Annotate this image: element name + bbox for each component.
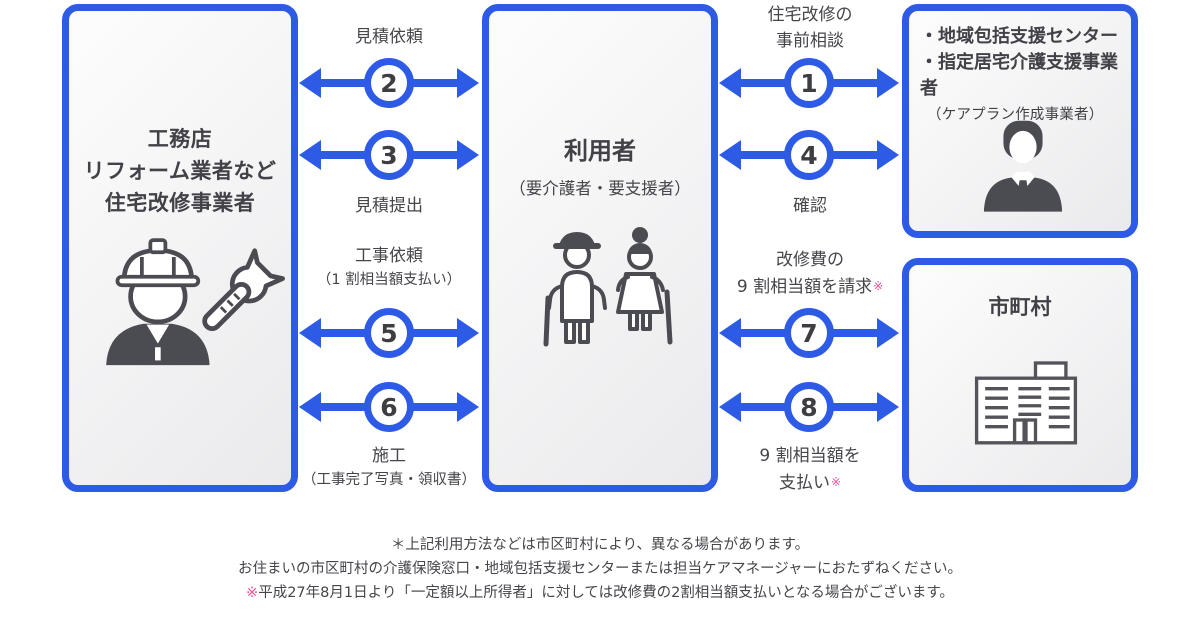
step-2-label: 見積依頼: [355, 27, 423, 47]
step-8-number: 8: [784, 382, 834, 432]
note-asterisk: ※: [830, 475, 842, 489]
step-7-arrow: 7: [719, 307, 899, 359]
wrench-icon: [202, 248, 285, 332]
step-7-number: 7: [784, 308, 834, 358]
step-6-arrow: 6: [299, 381, 479, 433]
step-3-label: 見積提出: [355, 196, 423, 216]
step-2-number: 2: [364, 58, 414, 108]
user-box-subtitle: （要介護者・要支援者）: [509, 179, 691, 198]
step-5-number: 5: [364, 308, 414, 358]
note-asterisk: ※: [873, 279, 884, 293]
step-4-number: 4: [784, 130, 834, 180]
support-line-1: ・地域包括支援センター: [920, 26, 1118, 47]
contractor-line-3: 住宅改修事業者: [104, 191, 256, 215]
support-line-3: （ケアプラン作成事業者）: [927, 107, 1104, 123]
contractor-box-title: 工務店 リフォーム業者など 住宅改修事業者: [69, 123, 291, 219]
municipality-box: 市町村: [902, 258, 1138, 492]
step-6-sublabel: （工事完了写真・領収書）: [302, 472, 476, 488]
municipality-box-title: 市町村: [988, 295, 1052, 319]
arrowhead-right-icon: [877, 140, 899, 170]
step-4-label: 確認: [793, 196, 827, 216]
step-8-label-line1: 9 割相当額を: [759, 446, 861, 466]
care-manager-icon: [983, 120, 1063, 212]
arrowhead-right-icon: [877, 318, 899, 348]
contractor-line-2: リフォーム業者など: [83, 159, 277, 183]
step-7-label: 改修費の 9 割相当額を請求※: [700, 247, 920, 300]
step-5-label: 工事依頼: [355, 246, 423, 266]
arrowhead-right-icon: [457, 318, 479, 348]
arrowhead-left-icon: [299, 140, 321, 170]
step-7-label-line2: 9 割相当額を請求※: [736, 277, 884, 297]
support-box-title: ・地域包括支援センター ・指定居宅介護支援事業者 （ケアプラン作成事業者）: [909, 24, 1131, 128]
contractor-line-1: 工務店: [147, 127, 213, 151]
city-hall-icon: [974, 361, 1078, 445]
arrowhead-left-icon: [719, 140, 741, 170]
footnote-1: ＊上記利用方法などは市区町村により、異なる場合があります。: [390, 537, 810, 553]
construction-worker-wrench-icon: [106, 238, 285, 366]
step-4-arrow: 4: [719, 129, 899, 181]
arrowhead-left-icon: [719, 68, 741, 98]
note-asterisk: ※: [246, 585, 259, 601]
step-8-label-line2: 支払い※: [778, 473, 842, 493]
arrowhead-left-icon: [299, 392, 321, 422]
step-7-label-line1: 改修費の: [776, 250, 844, 270]
step-6-label: 施工: [372, 446, 406, 466]
elderly-couple-icon: [543, 227, 673, 347]
step-8-arrow: 8: [719, 381, 899, 433]
step-1-label: 住宅改修の 事前相談: [700, 2, 920, 54]
arrowhead-left-icon: [719, 392, 741, 422]
step-1-arrow: 1: [719, 57, 899, 109]
arrowhead-left-icon: [299, 318, 321, 348]
arrowhead-right-icon: [877, 392, 899, 422]
step-1-label-line1: 住宅改修の: [767, 5, 853, 25]
step-8-label: 9 割相当額を 支払い※: [700, 443, 920, 496]
step-2-arrow: 2: [299, 57, 479, 109]
arrowhead-right-icon: [877, 68, 899, 98]
footnotes: ＊上記利用方法などは市区町村により、異なる場合があります。 お住まいの市区町村の…: [0, 533, 1200, 605]
step-1-label-line2: 事前相談: [776, 31, 844, 51]
arrowhead-right-icon: [457, 392, 479, 422]
support-center-box: ・地域包括支援センター ・指定居宅介護支援事業者 （ケアプラン作成事業者）: [902, 4, 1138, 238]
support-line-2: ・指定居宅介護支援事業者: [920, 52, 1118, 99]
step-6-number: 6: [364, 382, 414, 432]
arrowhead-right-icon: [457, 140, 479, 170]
step-3-number: 3: [364, 130, 414, 180]
arrowhead-left-icon: [719, 318, 741, 348]
footnote-3: ※平成27年8月1日より「一定額以上所得者」に対しては改修費の2割相当額支払いと…: [246, 585, 954, 601]
arrowhead-left-icon: [299, 68, 321, 98]
arrowhead-right-icon: [457, 68, 479, 98]
footnote-2: お住まいの市区町村の介護保険窓口・地域包括支援センターまたは担当ケアマネージャー…: [238, 561, 962, 577]
contractor-box: 工務店 リフォーム業者など 住宅改修事業者: [62, 4, 298, 492]
user-box-title: 利用者: [564, 137, 636, 165]
step-5-sublabel: （1 割相当額支払い）: [316, 272, 462, 288]
user-box: 利用者 （要介護者・要支援者）: [482, 4, 718, 492]
step-1-number: 1: [784, 58, 834, 108]
step-5-arrow: 5: [299, 307, 479, 359]
step-3-arrow: 3: [299, 129, 479, 181]
